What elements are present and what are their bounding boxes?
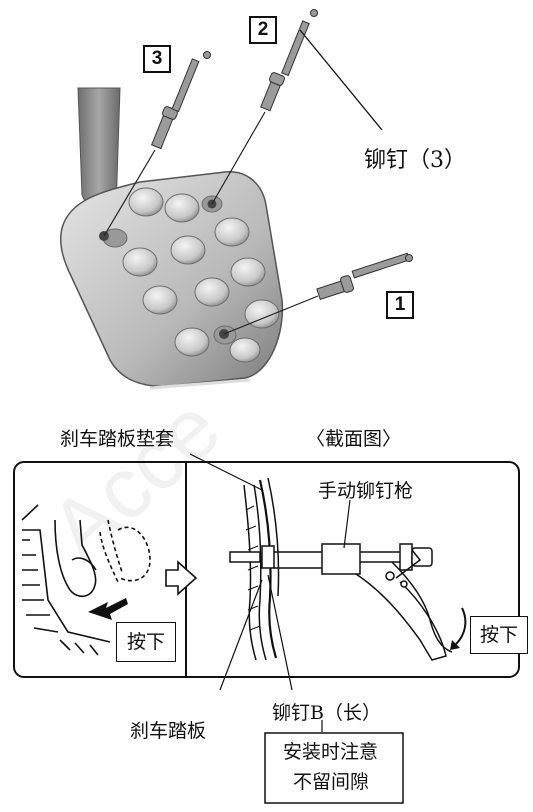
rivet-1	[223, 252, 413, 335]
rivet-b-label: 铆钉B（长）	[272, 702, 381, 724]
note-line-1: 安装时注意	[283, 741, 379, 763]
brake-pedal-pad	[60, 171, 284, 387]
press-label-left: 按下	[116, 622, 176, 662]
right-panel-sketch	[229, 477, 453, 661]
callout-3: 3	[143, 45, 171, 73]
brake-pedal-label: 刹车踏板	[130, 720, 207, 742]
section-view-label: 〈截面图〉	[306, 428, 402, 450]
press-left-text: 按下	[126, 630, 165, 653]
left-panel-sketch	[21, 504, 151, 656]
rivet-gun-label: 手动铆钉枪	[318, 480, 414, 502]
rivet-2	[211, 9, 318, 205]
note-box-frame	[264, 732, 404, 804]
note-line-2: 不留间隙	[293, 771, 370, 793]
callout-1-text: 1	[394, 294, 406, 315]
squeeze-arrow	[455, 607, 467, 645]
press-arrow-left	[88, 598, 128, 620]
pad-cover-label: 刹车踏板垫套	[60, 428, 175, 450]
transition-arrow	[165, 560, 198, 596]
callout-2-text: 2	[257, 19, 269, 40]
rivet-label-leader	[299, 29, 383, 131]
callout-3-text: 3	[151, 48, 163, 69]
rivet-3	[103, 51, 211, 237]
press-right-text: 按下	[479, 623, 518, 646]
callout-2: 2	[249, 16, 277, 44]
press-label-right: 按下	[470, 616, 528, 654]
callout-1: 1	[386, 291, 414, 319]
section-diagram-frame	[13, 461, 520, 678]
rivet-3-label: 铆钉（3）	[364, 148, 466, 173]
leader-lines	[189, 453, 351, 732]
